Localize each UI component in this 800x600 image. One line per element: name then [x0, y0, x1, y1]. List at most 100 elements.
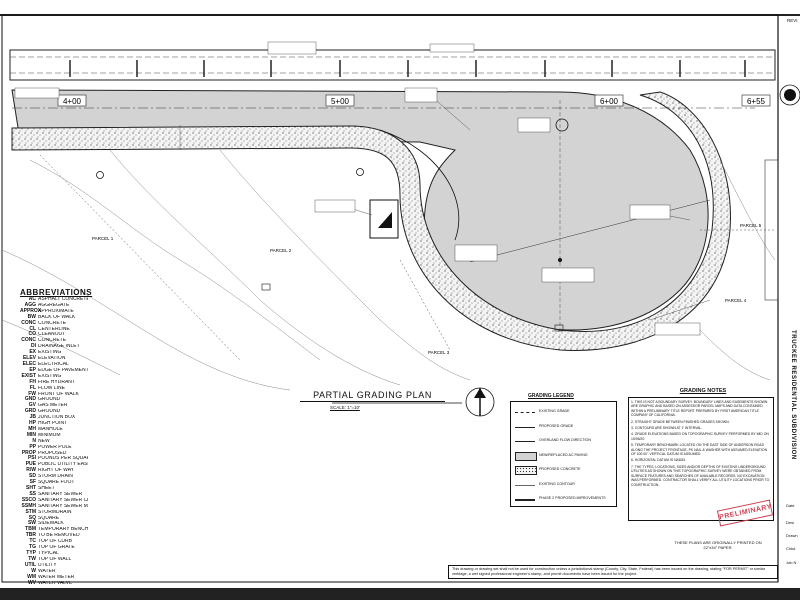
abbreviation-meaning: HIGH POINT	[38, 421, 68, 427]
grading-note: 5. TEMPORARY BENCHMARK LOCATED ON THE EA…	[631, 443, 768, 457]
legend-item: PROPOSED GRADE	[511, 421, 616, 431]
station-label: 6+00	[600, 97, 619, 106]
abbreviation-meaning: GAS METER	[38, 403, 68, 409]
abbreviation-meaning: POUNDS PER SQUARE INCH	[38, 456, 88, 462]
abbreviation-key: TC	[29, 538, 36, 545]
abbreviation-key: FL	[29, 384, 36, 391]
abbreviation-meaning: GROUND	[38, 397, 61, 403]
abbreviation-key: FH	[29, 378, 36, 385]
revision-label: REVI	[787, 18, 798, 23]
abbreviation-meaning: ELECTRICAL	[38, 361, 69, 367]
abbreviation-key: HP	[29, 420, 36, 427]
construction-disclaimer: This drawing or drawing set shall not be…	[448, 565, 778, 579]
abbreviation-key: UTIL	[24, 561, 36, 568]
parcel-label: PARCEL 4	[725, 298, 747, 303]
abbreviation-key: TYP	[26, 549, 36, 556]
abbreviation-key: FW	[28, 390, 36, 397]
legend-swatch	[515, 481, 535, 486]
abbreviation-meaning: APPROXIMATE	[38, 308, 74, 314]
abbreviation-meaning: FRONT OF WALK	[38, 391, 79, 397]
abbreviation-meaning: EXISTING	[38, 350, 62, 356]
abbreviation-meaning: CENTERLINE	[38, 326, 70, 332]
abbreviation-key: PROP	[21, 449, 36, 456]
station-label: 6+55	[747, 97, 766, 106]
abbreviation-key: TBM	[25, 526, 36, 533]
abbreviation-meaning: FLOW LINE	[38, 385, 65, 391]
abbreviation-meaning: EXISTING	[38, 373, 62, 379]
grading-notes-body: 1. THIS IS NOT A BOUNDARY SURVEY. BOUNDA…	[628, 397, 774, 521]
abbreviation-meaning: TOP OF WALL	[38, 556, 72, 562]
grading-note: 3. CONTOURS ARE SHOWN AT 1' INTERVAL.	[631, 426, 703, 431]
legend-label: PROPOSED CONCRETE	[539, 467, 581, 471]
legend-label: NEW/REPLACED AC PAVING	[539, 452, 588, 457]
legend-swatch	[515, 495, 535, 501]
abbreviation-meaning: FIRE HYDRANT	[38, 379, 75, 385]
project-title: TRUCKEE RESIDENTIAL SUBDIVISION	[790, 330, 796, 460]
station-label: 4+00	[63, 97, 82, 106]
parcel-label: PARCEL 5	[740, 223, 762, 228]
abbreviation-key: R/W	[26, 467, 36, 474]
legend-item: PHASE 2 PROPOSED IMPROVEMENTS	[511, 493, 616, 503]
abbreviation-key: ELEV	[22, 355, 36, 362]
road-ticks	[69, 60, 746, 77]
abbreviation-meaning: TO BE REMOVED	[38, 533, 80, 539]
abbreviation-key: WV	[27, 579, 36, 586]
grading-note: 7. THE TYPES, LOCATIONS, SIZES AND/OR DE…	[631, 464, 770, 487]
abbreviation-meaning: JUNCTION BOX	[38, 415, 76, 421]
legend-swatch	[515, 408, 535, 413]
station-label: 5+00	[331, 97, 350, 106]
abbreviation-meaning: WATER VALVE	[38, 580, 73, 586]
abbreviation-key: SSCO	[21, 496, 36, 503]
abbreviation-meaning: TEMPORARY BENCH MARK	[38, 527, 88, 533]
abbreviation-meaning: SANITARY SEWER MANHOLE	[38, 503, 88, 509]
legend-label: PHASE 2 PROPOSED IMPROVEMENTS	[539, 496, 606, 500]
abbreviation-meaning: BACK OF WALK	[38, 314, 76, 320]
abbreviation-meaning: CLEANOUT	[38, 332, 66, 338]
abbreviation-key: SSMH	[21, 502, 36, 509]
grading-note: 6. HORIZONTAL DATUM IS NAD83.	[631, 458, 686, 463]
abbreviation-meaning: SANITARY SEWER	[38, 491, 83, 497]
abbreviation-key: EP	[29, 366, 36, 373]
abbreviation-key: GRD	[24, 408, 36, 415]
abbreviation-meaning: CONCRETE	[38, 338, 67, 344]
legend-swatch	[515, 437, 535, 442]
abbreviation-key: SD	[29, 473, 36, 480]
abbreviation-meaning: ASPHALT CONCRETE	[38, 297, 88, 302]
abbreviation-meaning: MINIMUM	[38, 432, 61, 438]
abbreviation-key: PSI	[27, 455, 36, 462]
abbreviation-meaning: WATER METER	[38, 574, 75, 580]
abbreviation-key: TBR	[25, 532, 36, 539]
abbreviation-key: EX	[29, 349, 36, 356]
abbreviation-key: ELEC	[22, 360, 36, 367]
parcel-lines	[39, 154, 775, 361]
abbreviations-title: ABBREVIATIONS	[20, 288, 93, 297]
abbreviation-meaning: EDGE OF PAVEMENT	[38, 367, 88, 373]
abbreviation-key: SW	[27, 520, 36, 527]
abbreviation-key: CONC	[21, 337, 36, 344]
abbreviation-meaning: CONCRETE	[38, 320, 67, 326]
